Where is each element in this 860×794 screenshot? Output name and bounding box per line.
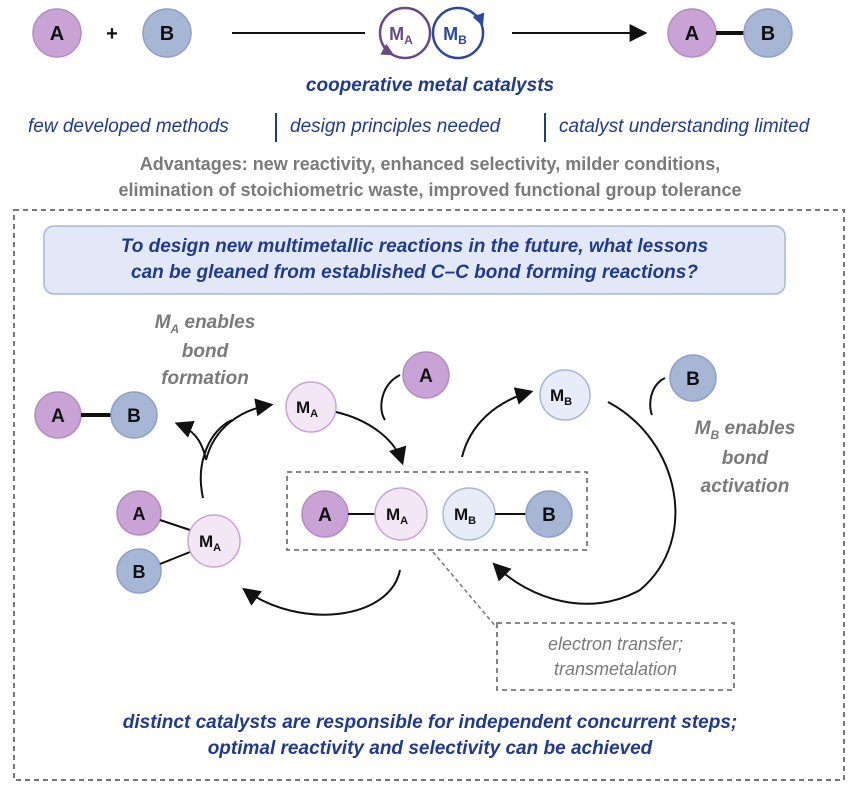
cycle-incoming-a-node (402, 351, 450, 399)
arrow-mb-to-intermediate (492, 401, 677, 605)
transfer-leader-line (432, 551, 498, 629)
arrow-a-addition (380, 374, 401, 421)
catalyst-mb-cycle (431, 6, 485, 60)
catalyst-ma-cycle-arrow (380, 43, 395, 56)
cycle-product-b-node (110, 391, 158, 439)
ma-annotation-line-3: formation (161, 368, 249, 389)
mb-annotation-line-3: activation (700, 476, 790, 497)
complex-a-label: A (133, 504, 146, 524)
transfer-line-2: transmetalation (553, 659, 678, 679)
catalyst-ma-cycle (378, 6, 432, 60)
intermediate-a-label: A (318, 505, 332, 526)
arrow-complex-to-release (199, 419, 233, 499)
arrow-to-free-ma (205, 398, 274, 461)
intermediate-mb-node (442, 487, 496, 541)
question-box (43, 225, 786, 295)
complex-b-node (116, 548, 162, 594)
cycle-ma-label: MA (296, 398, 318, 420)
transfer-line-1: electron transfer; (547, 634, 684, 654)
arrow-b-addition (649, 377, 666, 416)
advantages-line-2: elimination of stoichiometric waste, imp… (118, 180, 742, 200)
conclusion-line-1: distinct catalysts are responsible for i… (122, 712, 738, 733)
transfer-box (496, 622, 735, 691)
arrow-intermediate-to-mb (461, 387, 534, 458)
complex-b-bond (159, 551, 191, 565)
intermediate-b-node (525, 490, 573, 538)
ma-annotation-line-1: MA enables (154, 312, 256, 336)
intermediate-ma-label: MA (386, 505, 408, 527)
question-line-2: can be gleaned from established C–C bond… (131, 262, 698, 283)
cycle-incoming-a-label: A (419, 366, 433, 387)
cycle-ma-node (285, 381, 337, 433)
complex-ma-node (187, 514, 241, 568)
ma-annotation-line-2: bond (181, 341, 229, 362)
advantages-line-1: Advantages: new reactivity, enhanced sel… (139, 154, 721, 174)
cycle-incoming-b-node (669, 354, 717, 402)
intermediate-mb-label: MB (454, 505, 476, 527)
product-b-label: B (761, 23, 775, 45)
mb-annotation-line-1: MB enables (694, 418, 796, 442)
arrow-ma-to-intermediate (335, 411, 407, 466)
reactant-b-label: B (160, 23, 174, 45)
reactant-a-label: A (50, 23, 64, 45)
product-a-label: A (685, 23, 699, 45)
top-reaction-scheme: A + B MA MB A B (32, 6, 793, 60)
catalyst-mb-label: MB (443, 24, 467, 47)
cycle-product-b-label: B (127, 406, 141, 427)
arrow-intermediate-to-complex (242, 569, 401, 616)
catalytic-cycle: A B MA A MB B A MA MB B A B (34, 351, 735, 691)
catalyst-mb-cycle-arrow (472, 12, 485, 27)
complex-a-bond (159, 519, 191, 531)
issue-few-methods: few developed methods (28, 116, 229, 137)
plus-sign: + (106, 23, 118, 45)
product-b-node (743, 8, 793, 58)
reactant-b-node (142, 8, 192, 58)
mb-annotation-line-2: bond (721, 448, 769, 469)
mechanism-panel-border (13, 209, 845, 781)
header-title: cooperative metal catalysts (305, 75, 555, 96)
issue-design-principles: design principles needed (290, 116, 501, 137)
complex-a-node (116, 490, 162, 536)
conclusion-line-2: optimal reactivity and selectivity can b… (207, 738, 653, 759)
cycle-incoming-b-label: B (686, 369, 700, 390)
complex-b-label: B (133, 562, 146, 582)
cycle-product-a-label: A (51, 406, 65, 427)
intermediate-b-label: B (542, 505, 556, 526)
cycle-mb-node (539, 369, 591, 421)
issue-catalyst-understanding: catalyst understanding limited (559, 116, 810, 137)
catalyst-ma-label: MA (389, 24, 413, 47)
reactant-a-node (32, 8, 82, 58)
arrow-to-product (174, 420, 207, 461)
intermediate-ma-node (374, 487, 428, 541)
question-line-1: To design new multimetallic reactions in… (120, 236, 709, 257)
complex-ma-label: MA (199, 532, 221, 554)
cycle-mb-label: MB (550, 386, 572, 408)
